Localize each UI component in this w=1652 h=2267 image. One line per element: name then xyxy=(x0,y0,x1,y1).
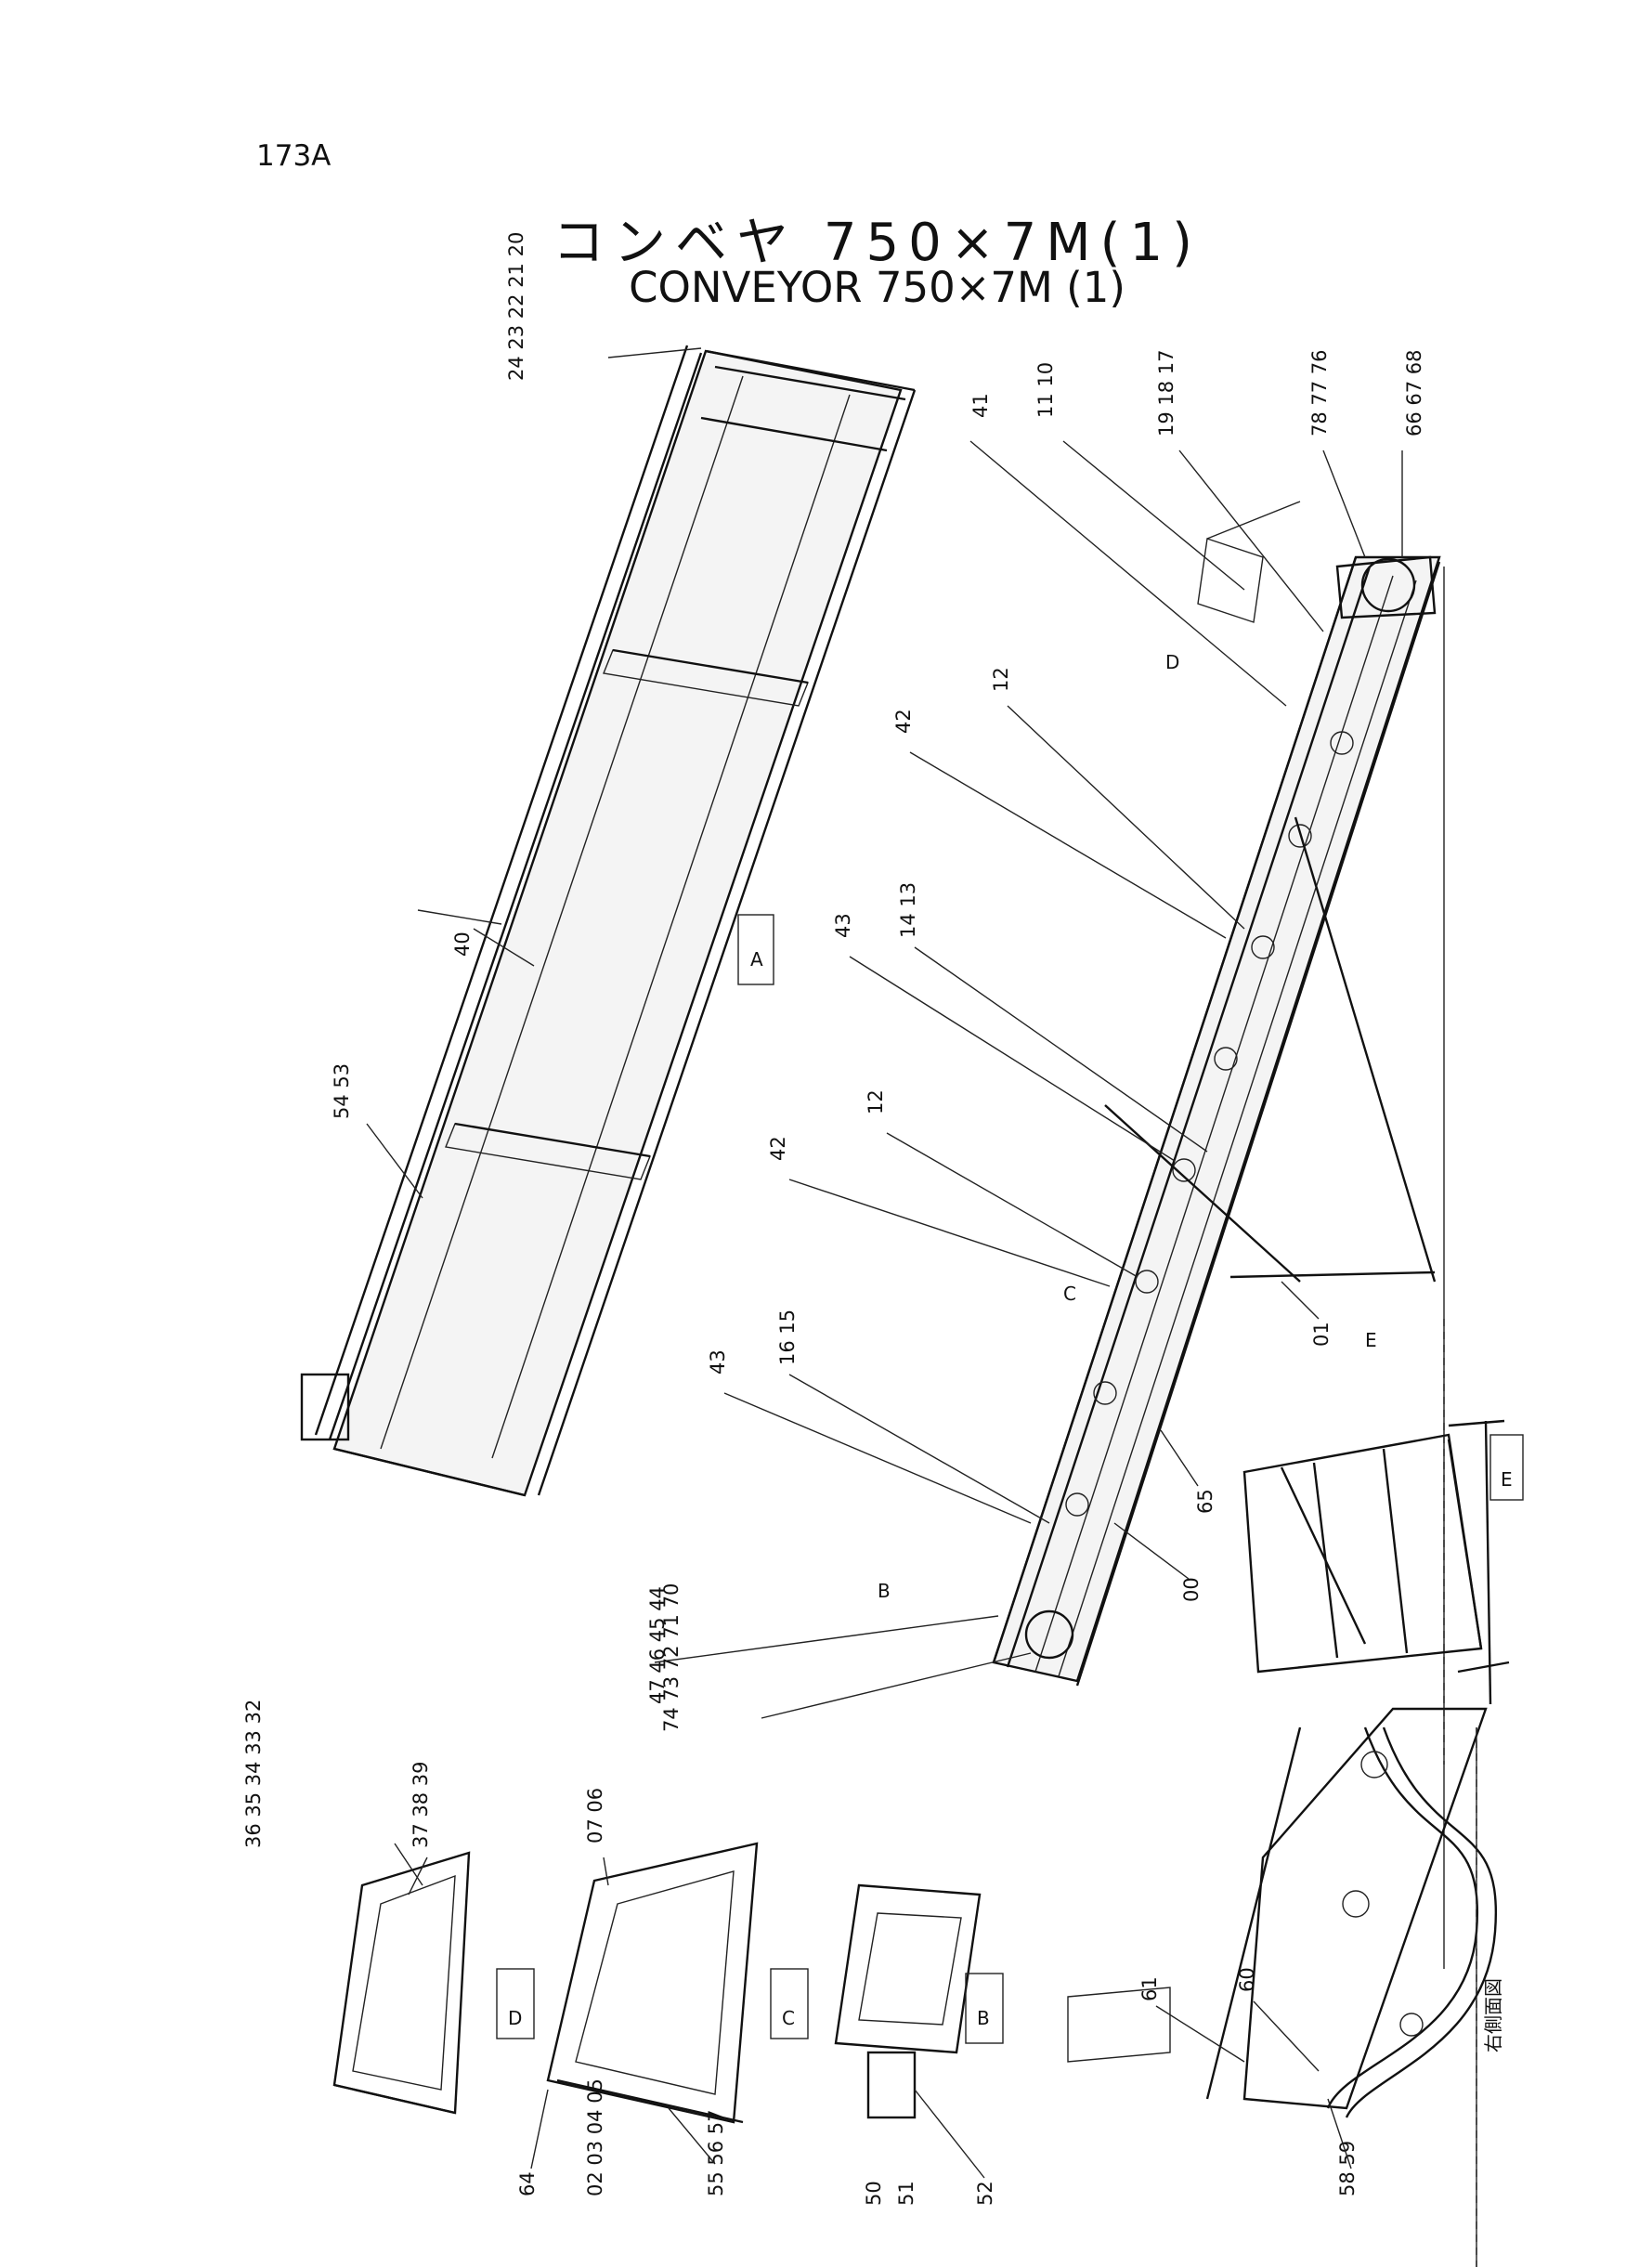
callout-42-lower: 42 xyxy=(767,1136,789,1161)
callout-60: 60 xyxy=(1236,1967,1258,1992)
callout-14-13: 14 13 xyxy=(897,882,919,938)
callout-51: 51 xyxy=(895,2181,917,2206)
title-japanese: コンベヤ 750×7M(1) xyxy=(553,213,1202,273)
arrow-d-label: D xyxy=(1165,651,1179,673)
callout-07-06: 07 06 xyxy=(584,1788,606,1844)
view-b: B 50 51 52 xyxy=(834,1883,1004,2206)
callout-37-39: 37 38 39 xyxy=(410,1761,432,1848)
section-d: D 36 35 34 33 32 37 38 39 xyxy=(242,1700,535,2115)
callout-54-53: 54 53 xyxy=(331,1063,353,1119)
callout-01: 01 xyxy=(1310,1322,1333,1347)
page-number: 173A xyxy=(256,139,332,173)
callout-12-upper: 12 xyxy=(990,667,1012,692)
callout-42-upper: 42 xyxy=(892,709,915,734)
callout-36-32: 36 35 34 33 32 xyxy=(242,1700,265,1848)
arrow-b-label: B xyxy=(878,1580,891,1602)
callout-55-57: 55 56 57 xyxy=(705,2109,727,2196)
arrow-e-label: E xyxy=(1365,1329,1377,1351)
title-english: CONVEYOR 750×7M (1) xyxy=(629,263,1125,312)
section-c-label: C xyxy=(782,2007,795,2029)
callout-00: 00 xyxy=(1180,1577,1203,1602)
section-d-label: D xyxy=(508,2007,522,2029)
callout-43-lower: 43 xyxy=(707,1349,729,1375)
section-c: C 07 06 64 02 03 04 05 55 56 57 xyxy=(516,1788,809,2196)
right-side-view: 右側面図 61 60 58 59 xyxy=(1067,1707,1504,2267)
side-view-label: 右側面図 xyxy=(1482,1978,1504,2052)
arrow-c-label: C xyxy=(1063,1283,1076,1305)
callout-12-lower: 12 xyxy=(865,1089,887,1114)
callout-43-upper: 43 xyxy=(832,913,854,938)
callout-40: 40 xyxy=(451,932,474,957)
callout-16-15: 16 15 xyxy=(776,1309,799,1365)
callout-47-44: 47 46 45 44 xyxy=(646,1586,669,1704)
callout-52: 52 xyxy=(974,2181,996,2206)
callout-50: 50 xyxy=(863,2181,885,2206)
callout-41: 41 xyxy=(969,393,992,418)
callout-24-20: 24 23 22 21 20 xyxy=(505,232,527,381)
view-e-frame: E xyxy=(1242,1419,1524,1705)
side-view-conveyor: 41 11 10 19 18 17 78 77 76 66 67 68 42 1… xyxy=(646,349,1445,1969)
view-e-label: E xyxy=(1501,1468,1513,1491)
callout-02-05: 02 03 04 05 xyxy=(584,2078,606,2196)
callout-66-68: 66 67 68 xyxy=(1403,349,1425,436)
callout-61: 61 xyxy=(1138,1976,1161,2001)
callout-58-59: 58 59 xyxy=(1336,2141,1359,2196)
callout-65: 65 xyxy=(1194,1489,1216,1514)
callout-78-76: 78 77 76 xyxy=(1308,349,1331,436)
view-a-label: A xyxy=(750,948,763,971)
callout-19-17: 19 18 17 xyxy=(1155,349,1177,436)
plan-view-a: A 40 54 53 24 23 22 21 20 xyxy=(300,232,917,1497)
view-b-label: B xyxy=(977,2007,990,2029)
callout-11-10: 11 10 xyxy=(1034,362,1057,418)
callout-64: 64 xyxy=(516,2171,539,2196)
callout-74-70: 74 73 72 71 70 xyxy=(660,1583,683,1732)
